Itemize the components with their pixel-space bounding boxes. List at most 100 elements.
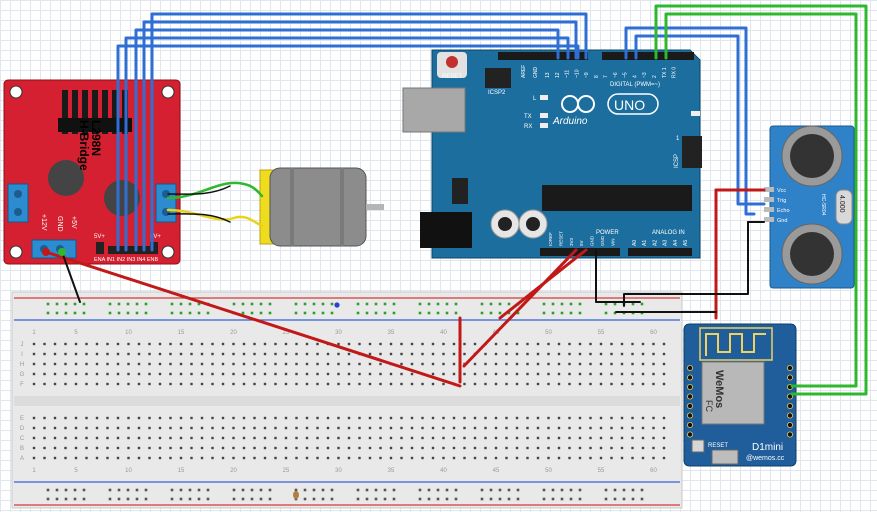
- breadboard-hole: [368, 342, 372, 346]
- breadboard-hole: [127, 362, 130, 366]
- rail-hole: [436, 302, 440, 306]
- wire-blue-trig: [624, 26, 756, 216]
- rail-hole: [436, 488, 440, 492]
- breadboard-hole: [326, 372, 330, 376]
- breadboard-hole: [127, 342, 130, 346]
- rail-hole: [498, 302, 502, 306]
- breadboard-hole: [641, 436, 645, 440]
- breadboard-hole: [242, 342, 246, 346]
- breadboard-hole: [452, 362, 456, 366]
- rail-hole: [321, 497, 325, 501]
- arduino-reset-button[interactable]: [446, 56, 458, 68]
- d1mini-left-pins: [687, 364, 694, 438]
- breadboard-hole: [421, 456, 424, 460]
- breadboard-hole: [253, 416, 256, 420]
- rail-hole: [356, 302, 360, 306]
- breadboard-hole: [316, 436, 319, 440]
- breadboard-hole: [494, 426, 498, 430]
- rail-hole: [259, 311, 263, 315]
- breadboard-hole: [641, 372, 645, 376]
- rail-hole: [73, 302, 77, 306]
- breadboard-hole: [190, 416, 193, 420]
- breadboard-hole: [263, 372, 267, 376]
- breadboard-hole: [337, 456, 340, 460]
- breadboard-hole: [211, 456, 214, 460]
- rail-hole: [197, 302, 201, 306]
- arduino-power-pin-label: GND: [590, 235, 595, 246]
- breadboard-hole: [295, 372, 298, 376]
- breadboard-hole: [389, 352, 393, 356]
- breadboard-hole: [242, 456, 246, 460]
- breadboard-row-letter: A: [20, 456, 24, 462]
- d1mini-pin: [787, 412, 794, 419]
- d1mini-pin: [687, 383, 694, 390]
- rail-hole: [640, 497, 644, 501]
- breadboard-hole: [169, 436, 172, 440]
- arduino-power-label: POWER: [596, 230, 619, 236]
- breadboard-hole: [137, 342, 141, 346]
- breadboard-hole: [211, 426, 214, 430]
- breadboard-hole: [599, 382, 603, 386]
- breadboard-hole: [347, 456, 351, 460]
- d1mini-pin: [787, 374, 794, 381]
- breadboard-hole: [85, 446, 88, 450]
- d1mini-reset-button[interactable]: [691, 439, 705, 453]
- breadboard-hole: [358, 372, 361, 376]
- arduino-power-pin-label: RESET: [558, 231, 563, 246]
- breadboard-hole: [547, 352, 550, 356]
- breadboard-hole: [620, 456, 624, 460]
- breadboard-row-letter: G: [20, 372, 25, 378]
- breadboard-hole: [169, 362, 172, 366]
- breadboard-hole: [158, 352, 162, 356]
- breadboard-hole: [431, 362, 435, 366]
- breadboard-hole: [368, 352, 372, 356]
- l298n-mount-hole: [9, 245, 23, 259]
- breadboard-hole: [284, 362, 288, 366]
- wire-red-5v-b: [462, 248, 578, 368]
- breadboard-hole: [337, 416, 340, 420]
- rail-hole: [383, 497, 387, 501]
- breadboard-hole: [95, 352, 99, 356]
- rail-hole: [365, 488, 369, 492]
- breadboard-column-number: 20: [230, 468, 237, 474]
- rail-hole: [330, 497, 334, 501]
- breadboard-hole: [631, 382, 634, 386]
- breadboard-hole: [410, 426, 414, 430]
- breadboard-hole: [526, 362, 529, 366]
- breadboard-hole: [305, 382, 309, 386]
- breadboard-hole: [431, 372, 435, 376]
- breadboard-column-number: 35: [388, 330, 395, 336]
- sensor-pin: [764, 197, 774, 202]
- wire-blue-in3: [142, 20, 578, 252]
- arduino-top-pin-label: ~9: [584, 72, 590, 78]
- rail-hole: [631, 488, 635, 492]
- arduino-top-pin-label: 12: [555, 72, 561, 78]
- breadboard-hole: [74, 426, 78, 430]
- breadboard-hole: [505, 382, 508, 386]
- rail-hole: [144, 497, 148, 501]
- breadboard-hole: [305, 352, 309, 356]
- rail-hole: [489, 311, 493, 315]
- breadboard-hole: [200, 436, 204, 440]
- rail-hole: [303, 311, 307, 315]
- breadboard-hole: [263, 362, 267, 366]
- breadboard-hole: [568, 342, 571, 346]
- breadboard-hole: [295, 446, 298, 450]
- rail-hole: [427, 311, 431, 315]
- sensor-pin-label: Vcc: [777, 188, 786, 194]
- breadboard-hole: [568, 456, 571, 460]
- arduino-top-pin-label: ~10: [574, 69, 580, 78]
- breadboard-hole: [526, 426, 529, 430]
- breadboard-hole: [190, 382, 193, 386]
- breadboard-hole: [148, 342, 151, 346]
- breadboard-hole: [494, 372, 498, 376]
- breadboard-hole: [263, 456, 267, 460]
- wire-yellow-motor: [166, 208, 264, 228]
- breadboard-hole: [599, 352, 603, 356]
- breadboard-hole: [200, 342, 204, 346]
- breadboard-hole: [452, 342, 456, 346]
- breadboard-hole: [179, 342, 183, 346]
- breadboard-hole: [610, 362, 613, 366]
